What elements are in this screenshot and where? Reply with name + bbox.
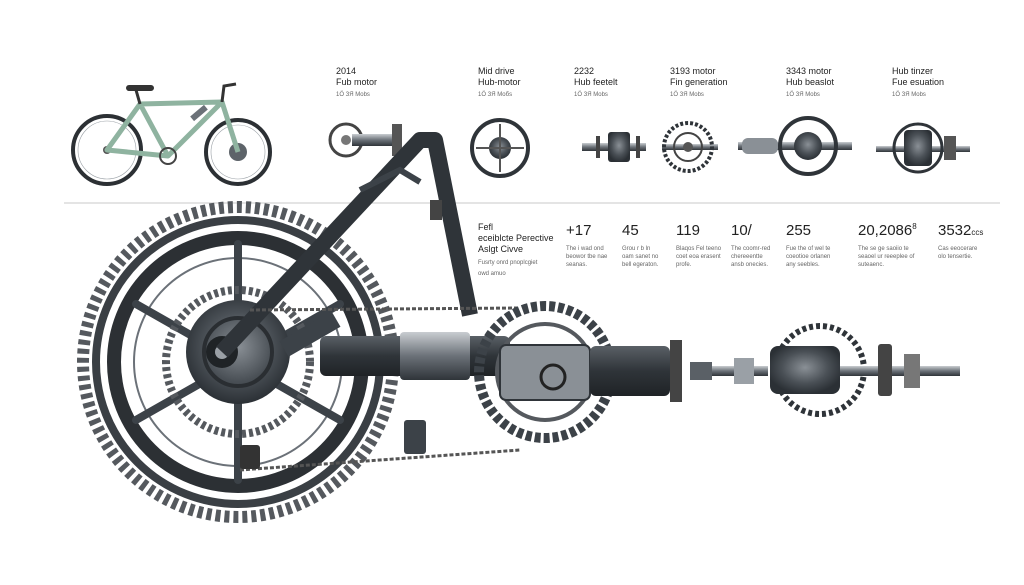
motor-sketch-4 xyxy=(662,121,718,173)
metric-7-value: 3532 xyxy=(938,222,972,239)
header-label-2: Mid drive Hub-motor 1Ö ЗЯ Мобs xyxy=(478,66,521,98)
metric-7: 3532ccs Cas eeocerare olo tensertie. xyxy=(938,222,984,260)
metric-6-sup: 8 xyxy=(912,222,917,231)
metric-6-value: 20,2086 xyxy=(858,222,913,239)
header-label-1: 2014 Fub motor 1Ö ЗЯ Мobs xyxy=(336,66,378,98)
motor-axle-assembly xyxy=(240,301,960,469)
header-label-3: 2232 Hub feetelt 1Ö ЗЯ Мobs xyxy=(574,66,618,98)
metric-1: +17 The i wad ond beowor tbe nae seanas. xyxy=(566,222,608,268)
motor-sketch-1 xyxy=(328,122,402,158)
bike-frame xyxy=(216,132,478,358)
panel-title: Fefl eceiblcte Perective Aslgt Civve Fus… xyxy=(478,222,554,277)
motor-sketch-3 xyxy=(582,132,646,162)
metric-4: 10/ The coomr-red chereeentte ansb oneci… xyxy=(731,222,771,268)
motor-sketch-2 xyxy=(470,118,530,178)
bicycle-illustration xyxy=(71,82,272,186)
metric-7-unit: ccs xyxy=(971,228,984,237)
motor-sketch-6 xyxy=(876,122,970,174)
metric-6: 20,20868 The se ge saoiio te seaoel ur r… xyxy=(858,222,917,268)
motor-sketch-5 xyxy=(738,116,852,176)
header-label-6: Hub tinzer Fue esuation 1Ö ЗЯ Мobs xyxy=(892,66,945,98)
chain xyxy=(239,306,521,472)
metric-3: 119 Blaqos Fel teeno coet eoa erasent pr… xyxy=(676,222,722,268)
header-label-5: 3343 motor Hub beaslot 1Ö ЗЯ Мobs xyxy=(786,66,835,98)
metric-5: 255 Fue the of wel te coeotioe orlanen a… xyxy=(786,222,831,268)
metric-2: 45 Grou r b ln oam sanet no bell egerato… xyxy=(622,222,659,268)
header-label-4: 3193 motor Fin generation 1Ö ЗЯ Мobs xyxy=(670,66,728,98)
